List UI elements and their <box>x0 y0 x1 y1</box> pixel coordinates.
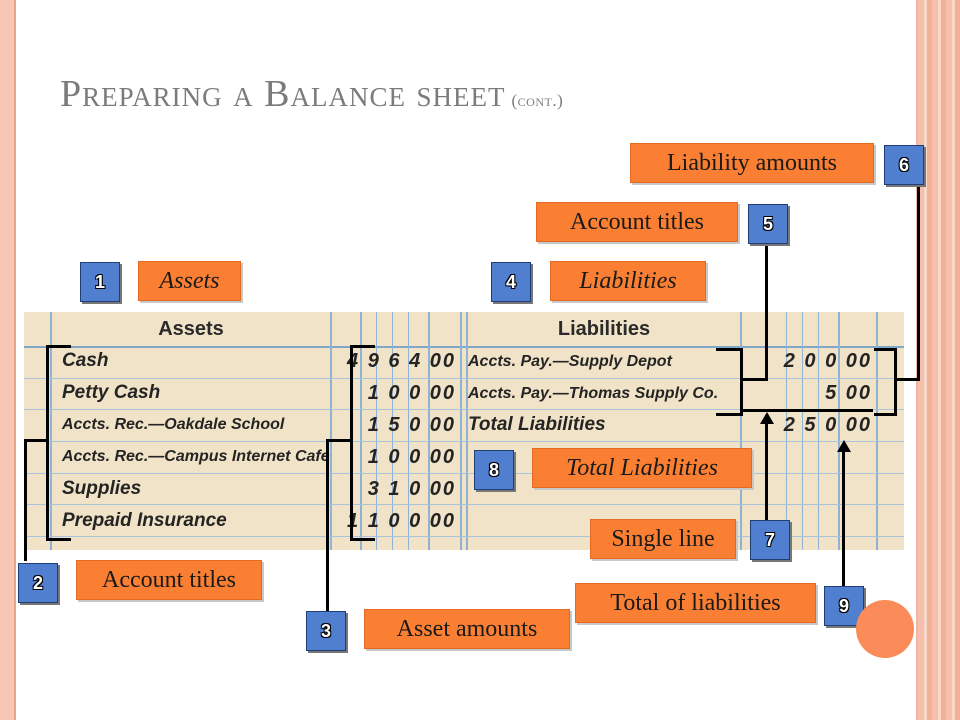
ledger-header-row <box>24 312 904 348</box>
slide-title-cont: (cont.) <box>511 91 564 110</box>
single-line-arrow-icon <box>760 412 774 424</box>
ledger-rule <box>876 312 878 550</box>
liability-row-amount: 2 0 0 00 <box>783 350 872 372</box>
assets-column-header: Assets <box>158 318 224 340</box>
asset-row-amount: 4 9 6 4 00 <box>347 350 456 372</box>
asset-row-label: Cash <box>62 350 109 371</box>
liability-amounts-connector <box>917 186 920 381</box>
asset-row-label: Accts. Rec.—Campus Internet Cafe <box>62 448 330 465</box>
callout-account-titles: Account titles <box>76 560 262 600</box>
asset-row-amount: 1 0 0 00 <box>367 382 456 404</box>
ledger-row-rule <box>24 473 904 474</box>
asset-row-amount: 1 5 0 00 <box>367 414 456 436</box>
balance-sheet-ledger: Assets Liabilities Cash Petty Cash Accts… <box>24 312 904 550</box>
ledger-rule <box>376 312 377 550</box>
account-titles-connector <box>24 439 49 442</box>
ledger-rule <box>330 312 332 550</box>
ledger-rule <box>460 312 462 550</box>
ledger-row-rule <box>24 504 904 505</box>
badge-2: 2 <box>18 563 58 603</box>
ledger-rule <box>50 312 52 550</box>
left-frame-line <box>14 0 16 720</box>
callout-liability-amounts: Liability amounts <box>630 143 874 183</box>
slide-title-main: Preparing a Balance sheet <box>60 73 506 115</box>
asset-row-amount: 3 1 0 00 <box>367 478 456 500</box>
liability-row-label: Total Liabilities <box>468 414 606 435</box>
ledger-row-rule <box>24 441 904 442</box>
asset-row-label: Prepaid Insurance <box>62 510 227 531</box>
asset-amounts-connector <box>326 439 353 442</box>
account-titles-bracket <box>46 345 71 541</box>
callout-liability-account-titles: Account titles <box>536 202 738 242</box>
decorative-circle <box>856 600 914 658</box>
asset-amounts-connector <box>326 439 329 611</box>
badge-7: 7 <box>750 520 790 560</box>
ledger-rule <box>802 312 803 550</box>
liability-row-label: Accts. Pay.—Supply Depot <box>468 353 672 370</box>
badge-5: 5 <box>748 204 788 244</box>
badge-1: 1 <box>80 262 120 302</box>
right-frame-stripes <box>918 0 960 720</box>
liability-titles-connector <box>740 378 768 381</box>
total-connector <box>842 450 845 586</box>
left-frame-stripe <box>0 0 14 720</box>
badge-3: 3 <box>306 611 346 651</box>
asset-row-label: Supplies <box>62 478 142 499</box>
asset-row-label: Petty Cash <box>62 382 161 403</box>
callout-assets: Assets <box>138 261 241 301</box>
badge-8: 8 <box>474 450 514 490</box>
callout-total-liabilities: Total Liabilities <box>532 448 752 488</box>
ledger-rule <box>818 312 819 550</box>
liability-row-label: Accts. Pay.—Thomas Supply Co. <box>468 385 719 402</box>
single-rule-line <box>741 409 873 412</box>
asset-row-amount: 1 1 0 0 00 <box>347 510 456 532</box>
ledger-row-rule <box>24 409 904 410</box>
total-arrow-icon <box>837 440 851 452</box>
ledger-rule <box>838 312 840 550</box>
ledger-rule <box>392 312 393 550</box>
liability-amounts-connector <box>894 378 920 381</box>
asset-row-label: Accts. Rec.—Oakdale School <box>62 416 285 433</box>
liability-titles-bracket <box>716 348 743 416</box>
ledger-row-rule <box>24 378 904 379</box>
callout-total-of-liabilities: Total of liabilities <box>575 583 816 623</box>
liability-amounts-bracket <box>874 348 897 416</box>
slide-title: Preparing a Balance sheet (cont.) <box>60 72 563 116</box>
liability-row-amount: 5 00 <box>825 382 872 404</box>
ledger-rule <box>360 312 362 550</box>
liabilities-column-header: Liabilities <box>557 318 651 340</box>
ledger-rule <box>408 312 409 550</box>
liability-titles-connector <box>765 244 768 381</box>
badge-6: 6 <box>884 145 924 185</box>
ledger-rule <box>786 312 787 550</box>
callout-liabilities: Liabilities <box>550 261 706 301</box>
callout-single-line: Single line <box>590 519 736 559</box>
callout-asset-amounts: Asset amounts <box>364 609 570 649</box>
asset-row-amount: 1 0 0 00 <box>367 446 456 468</box>
ledger-row-rule <box>24 536 904 537</box>
ledger-rule <box>740 312 742 550</box>
badge-4: 4 <box>491 262 531 302</box>
single-line-connector <box>765 422 768 520</box>
account-titles-connector <box>24 439 27 561</box>
liability-row-amount: 2 5 0 00 <box>783 414 872 436</box>
ledger-rule <box>428 312 430 550</box>
asset-amounts-bracket <box>350 345 375 541</box>
ledger-rule <box>466 312 468 550</box>
